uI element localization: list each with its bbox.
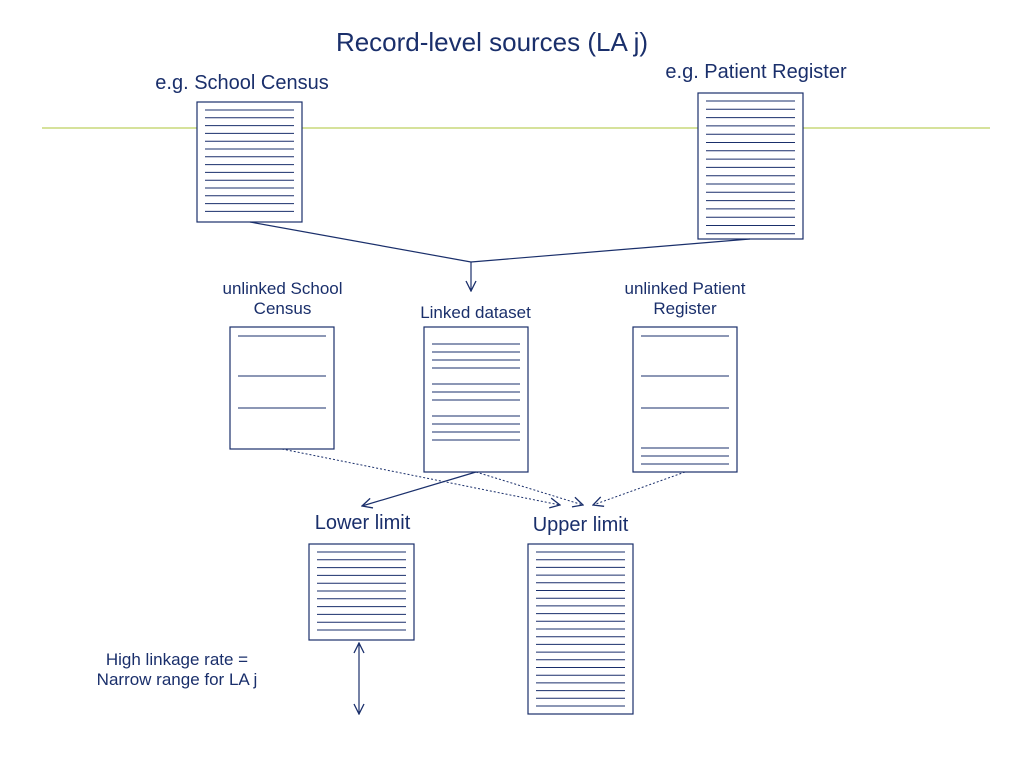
upper-limit-record-lines [536, 551, 625, 707]
linkage-rate-note: High linkage rate = Narrow range for LA … [96, 650, 258, 689]
linked-to-upper-arrow [475, 471, 583, 505]
linked-dataset-label: Linked dataset [420, 303, 531, 322]
unlinked-patient-register-label: unlinked Patient Register [624, 279, 746, 318]
unlinked-b-to-upper-arrow [593, 471, 686, 505]
linked-dataset-document [423, 326, 529, 473]
patient-register-record-lines [706, 100, 795, 235]
unlinked-school-census-label: unlinked School Census [222, 279, 343, 318]
linked-dataset-record-lines [432, 343, 520, 441]
unlinked-patient-register-record-lines [641, 335, 729, 465]
upper-limit-document [527, 543, 634, 715]
school-census-document [196, 101, 303, 223]
school-census-record-lines [205, 109, 294, 212]
diagram-title: Record-level sources (LA j) [335, 27, 649, 57]
lower-limit-record-lines [317, 551, 406, 631]
lower-limit-document [308, 543, 415, 641]
source-a-connector [249, 221, 472, 263]
patient-register-label: e.g. Patient Register [665, 61, 847, 83]
source-b-connector [470, 238, 751, 263]
unlinked-patient-register-document [632, 326, 738, 473]
lower-limit-label: Lower limit [314, 512, 411, 534]
unlinked-school-census-document [229, 326, 335, 450]
unlinked-a-to-upper-arrow [281, 448, 560, 505]
linked-to-lower-arrow [362, 471, 477, 506]
upper-limit-label: Upper limit [532, 514, 629, 536]
unlinked-school-census-record-lines [238, 335, 326, 409]
school-census-label: e.g. School Census [155, 72, 329, 94]
patient-register-document [697, 92, 804, 240]
